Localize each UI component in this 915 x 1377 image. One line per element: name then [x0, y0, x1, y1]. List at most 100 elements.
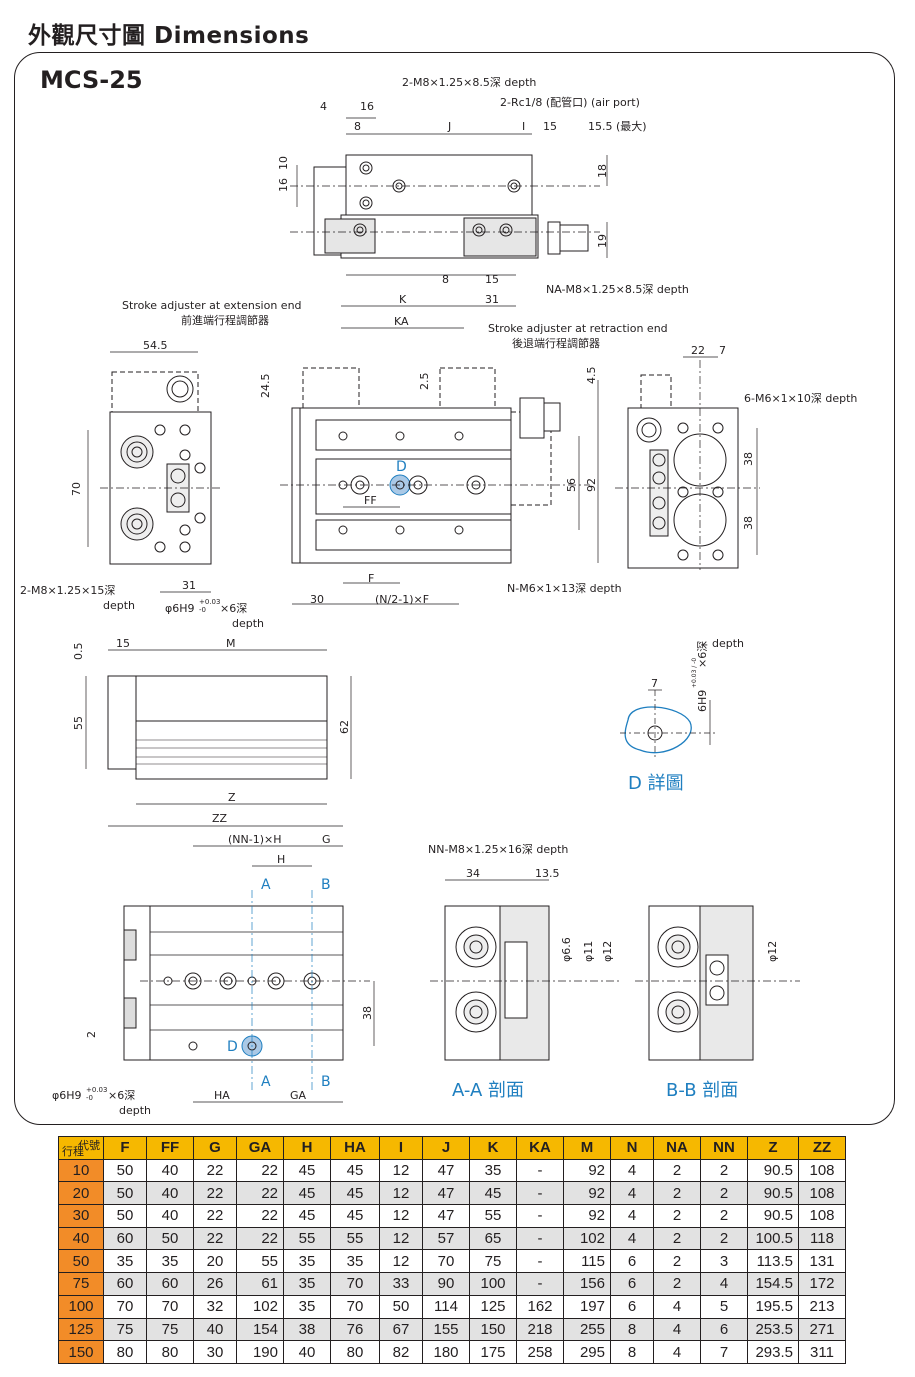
table-cell: 92 [563, 1204, 611, 1228]
pin-hole-tol: +0.03 [199, 598, 220, 606]
table-cell: 271 [798, 1317, 846, 1342]
dim-2-5: 2.5 [418, 373, 431, 391]
table-cell: 55 [283, 1226, 331, 1251]
table-cell: 4 [653, 1317, 701, 1342]
dim-nn-1-h: (NN-1)×H [228, 833, 282, 846]
detail-d-caption: D 詳圖 [628, 773, 684, 794]
n-thread-label: N-M6×1×13深 depth [507, 582, 622, 595]
left-thread-label: 2-M8×1.25×15深 [20, 584, 115, 597]
col-header: K [469, 1136, 517, 1160]
table-cell: 162 [516, 1294, 564, 1319]
section-a-marker-top: A [261, 877, 271, 893]
table-cell: 12 [379, 1204, 423, 1228]
table-cell: 255 [563, 1317, 611, 1342]
dim-16: 16 [360, 100, 374, 113]
detail-d-marker: D [396, 459, 407, 475]
stroke-ext-label: Stroke adjuster at extension end [122, 299, 302, 312]
pin-hole-tol2: -0 [199, 606, 206, 614]
section-b-marker-bottom: B [321, 1074, 331, 1090]
table-cell: 55 [330, 1226, 380, 1251]
table-cell: - [516, 1204, 564, 1228]
section-aa-caption: A-A 剖面 [452, 1080, 524, 1101]
dim-15: 15 [543, 120, 557, 133]
table-cell: 253.5 [747, 1317, 799, 1342]
side-view [85, 649, 352, 827]
dim-zz: ZZ [212, 812, 228, 825]
table-cell: 156 [563, 1272, 611, 1296]
bottom-pin-hole-label: φ6H9 [52, 1089, 82, 1102]
table-cell: 57 [422, 1226, 470, 1251]
table-cell: 40 [146, 1158, 194, 1183]
section-bb-caption: B-B 剖面 [666, 1080, 738, 1101]
dim-55: 55 [72, 716, 85, 730]
col-header: H [283, 1136, 331, 1160]
stroke-cell: 20 [58, 1181, 104, 1206]
table-cell: 154 [236, 1317, 284, 1342]
dim-24-5: 24.5 [259, 374, 272, 399]
table-cell: 2 [700, 1181, 748, 1206]
table-cell: 2 [653, 1158, 701, 1183]
section-bb [635, 905, 800, 1061]
table-cell: 35 [283, 1249, 331, 1274]
pin-hole-depth: depth [232, 617, 264, 630]
table-cell: 75 [146, 1317, 194, 1342]
table-cell: 295 [563, 1340, 611, 1364]
table-cell: 2 [653, 1272, 701, 1296]
dim-z: Z [228, 791, 236, 804]
page-title: 外觀尺寸圖 Dimensions [28, 23, 310, 49]
col-header: F [103, 1136, 147, 1160]
table-cell: 76 [330, 1317, 380, 1342]
table-cell: 108 [798, 1181, 846, 1206]
col-header: HA [330, 1136, 380, 1160]
dim-j: J [447, 120, 451, 133]
bottom-pin-depth-suffix: ×6深 [108, 1089, 135, 1102]
top-port-thread-label: 2-M8×1.25×8.5深 depth [402, 76, 536, 89]
table-cell: 4 [653, 1294, 701, 1319]
dim-30: 30 [310, 593, 324, 606]
dim-phi-6-6: φ6.6 [560, 937, 573, 962]
pin-hole-label: φ6H9 [165, 602, 195, 615]
col-header: KA [516, 1136, 564, 1160]
table-cell: 4 [610, 1158, 654, 1183]
table-cell: 90.5 [747, 1158, 799, 1183]
table-cell: 7 [700, 1340, 748, 1364]
dim-ha: HA [214, 1089, 230, 1102]
table-cell: 92 [563, 1181, 611, 1206]
col-header: NN [700, 1136, 748, 1160]
dim-38-upper: 38 [742, 452, 755, 466]
detail-d-depth: depth [712, 637, 744, 650]
table-cell: 155 [422, 1317, 470, 1342]
dim-4: 4 [320, 100, 327, 113]
table-cell: 20 [193, 1249, 237, 1274]
end-view-left [87, 351, 222, 593]
table-cell: 75 [103, 1317, 147, 1342]
col-header: I [379, 1136, 423, 1160]
table-cell: 47 [422, 1204, 470, 1228]
left-thread-depth: depth [103, 599, 135, 612]
table-cell: 175 [469, 1340, 517, 1364]
table-cell: 22 [236, 1204, 284, 1228]
dim-4-5: 4.5 [585, 367, 598, 385]
dim-34: 34 [466, 867, 480, 880]
table-cell: 35 [283, 1294, 331, 1319]
table-cell: 70 [422, 1249, 470, 1274]
table-cell: 100.5 [747, 1226, 799, 1251]
table-cell: 102 [563, 1226, 611, 1251]
table-cell: 4 [610, 1226, 654, 1251]
table-corner-cell: 代號 行程 [58, 1136, 104, 1160]
table-cell: 40 [146, 1181, 194, 1206]
table-cell: 6 [610, 1294, 654, 1319]
table-cell: 30 [193, 1340, 237, 1364]
table-cell: 131 [798, 1249, 846, 1274]
table-cell: 108 [798, 1158, 846, 1183]
table-cell: 80 [146, 1340, 194, 1364]
table-cell: 45 [283, 1204, 331, 1228]
table-cell: 50 [146, 1226, 194, 1251]
table-cell: 45 [283, 1158, 331, 1183]
dim-56: 56 [565, 478, 578, 492]
table-cell: 2 [700, 1158, 748, 1183]
dim-15-5-max: 15.5 (最大) [588, 119, 647, 133]
table-cell: 4 [653, 1340, 701, 1364]
dim-19: 19 [596, 234, 609, 248]
